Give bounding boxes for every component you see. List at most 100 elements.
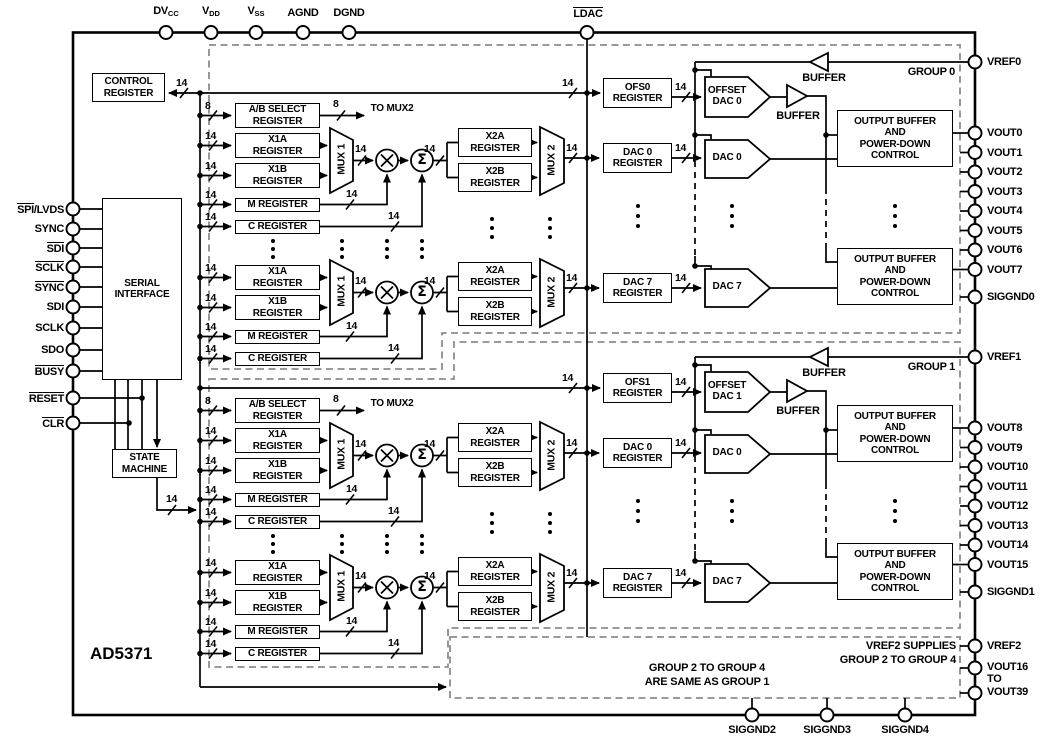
pin-spi-lvds-label: SPI/LVDS xyxy=(17,203,64,216)
pin-vref1-circle xyxy=(967,349,983,365)
group1-ofs-bus xyxy=(200,382,601,394)
serial-interface-block: SERIAL INTERFACE xyxy=(102,198,182,380)
bus-width-label: 14 xyxy=(205,321,217,333)
bus-width-label: 8 xyxy=(205,100,211,112)
ab-select-register: A/B SELECT REGISTER xyxy=(235,398,320,423)
offset-dac0-label: OFFSET DAC 0 xyxy=(707,84,747,107)
dac-group-wiring: 8 14 14 14 14 14 14 14 14 8 14 14 xyxy=(200,51,968,364)
m-register: M REGISTER xyxy=(235,198,320,212)
x1a-register: X1A REGISTER xyxy=(235,560,320,585)
pin-reset-label: RESET xyxy=(28,392,64,405)
pin-clr-label: CLR xyxy=(42,417,64,430)
vout-stubs xyxy=(953,132,968,298)
x1b-register: X1B REGISTER xyxy=(235,163,320,188)
bus-width-label: 14 xyxy=(205,189,217,201)
x2a-register: X2A REGISTER xyxy=(458,262,532,291)
offset-dac1-label: OFFSET DAC 1 xyxy=(707,379,747,402)
mux1-shape xyxy=(329,258,354,327)
bus-width-label: 14 xyxy=(346,188,358,200)
pin-spi-lvds-circle xyxy=(65,201,81,217)
bus-width-label: 14 xyxy=(205,343,217,355)
pin-vdd-circle xyxy=(203,25,219,40)
pin-agnd-circle xyxy=(295,25,311,40)
pin-sdi-label: SDI xyxy=(46,301,65,313)
pin-vout-label: VOUT11 xyxy=(987,480,1028,493)
pin-vref2-label: VREF2 xyxy=(987,640,1021,652)
sum-symbol: Σ xyxy=(417,284,427,300)
pin-sdi-circle xyxy=(65,299,81,315)
pin-ldac-label: LDAC xyxy=(573,7,603,20)
state-machine-block: STATE MACHINE xyxy=(112,449,177,478)
multiplier-symbol xyxy=(375,148,399,305)
pin-sdi-bar-circle xyxy=(65,240,81,256)
pin-siggnd3-label: SIGGND3 xyxy=(803,724,851,736)
x2a-register: X2A REGISTER xyxy=(458,423,532,452)
pin-dgnd-label: DGND xyxy=(333,7,365,19)
bus-width-label: 14 xyxy=(566,272,578,284)
ldac-line xyxy=(584,39,590,637)
sum-symbol: Σ xyxy=(417,447,427,463)
control-register-block: CONTROL REGISTER xyxy=(92,73,165,102)
pin-vout-label: VOUT5 xyxy=(987,224,1023,237)
pin-sdi-bar-label: SDI xyxy=(46,242,64,255)
internal-bus xyxy=(197,90,447,691)
dac7-register: DAC 7 REGISTER xyxy=(603,568,672,598)
ofs1-register: OFS1 REGISTER xyxy=(603,373,672,403)
pin-vss-circle xyxy=(248,25,264,40)
pin-siggnd2-circle xyxy=(744,707,760,723)
bus-width-label: 14 xyxy=(675,272,687,284)
control-register-bus: 14 xyxy=(168,77,601,99)
pin-vref0-circle xyxy=(967,54,983,70)
c-register: C REGISTER xyxy=(235,352,320,366)
to-mux2-note: TO MUX2 xyxy=(370,103,414,114)
group0-label: GROUP 0 xyxy=(907,66,956,78)
mux2-shape xyxy=(539,257,565,329)
pin-siggnd0-label: SIGGND0 xyxy=(987,291,1035,303)
dac7-label: DAC 7 xyxy=(712,281,742,293)
pin-siggnd4-label: SIGGND4 xyxy=(881,724,929,736)
pin-vdd-label: VDD xyxy=(202,5,220,18)
dac0-register: DAC 0 REGISTER xyxy=(603,438,672,468)
pin-sdo-label: SDO xyxy=(41,344,64,356)
bus-width-label: 14 xyxy=(205,262,217,274)
pin-dvcc-label: DVCC xyxy=(153,5,179,18)
pin-vout-label: VOUT0 xyxy=(987,127,1023,139)
ofs0-register: OFS0 REGISTER xyxy=(603,78,672,108)
dac0-label: DAC 0 xyxy=(712,447,742,459)
pin-reset-circle xyxy=(65,390,81,406)
pin-sync-circle xyxy=(65,221,81,237)
ab-select-register: A/B SELECT REGISTER xyxy=(235,103,320,128)
part-number: AD5371 xyxy=(90,644,153,663)
bus-width-label: 14 xyxy=(675,81,687,93)
pin-vref2-circle xyxy=(967,638,983,654)
pin-siggnd3-circle xyxy=(819,707,835,723)
pin-sclk-bar-circle xyxy=(65,259,81,275)
bus-width-label: 14 xyxy=(205,211,217,223)
mux1-label: MUX 1 xyxy=(335,570,348,602)
mux1-label: MUX 1 xyxy=(335,438,348,470)
pin-vout-label: VOUT4 xyxy=(987,205,1023,217)
m-register: M REGISTER xyxy=(235,330,320,344)
bus-width-label: 14 xyxy=(355,143,367,155)
offset-buffer-wiring xyxy=(770,83,837,263)
pin-busy-circle xyxy=(65,363,81,379)
pin-siggnd1-circle xyxy=(967,584,983,600)
top-pin-circles xyxy=(158,25,595,40)
pin-sclk-label: SCLK xyxy=(35,322,64,334)
pin-sync-bar-circle xyxy=(65,279,81,295)
mux1-label: MUX 1 xyxy=(335,143,348,175)
pin-siggnd0-circle xyxy=(967,289,983,305)
pin-vss-label: VSS xyxy=(247,5,265,18)
mux2-label: MUX 2 xyxy=(545,144,558,176)
x1a-register: X1A REGISTER xyxy=(235,265,320,290)
vref-distribution xyxy=(692,51,968,270)
dac7-label: DAC 7 xyxy=(712,576,742,588)
buffer-label: BUFFER xyxy=(802,72,846,84)
dac0-label: DAC 0 xyxy=(712,152,742,164)
x1a-register: X1A REGISTER xyxy=(235,428,320,453)
x1b-register: X1B REGISTER xyxy=(235,458,320,483)
pin-vout-label: VOUT15 xyxy=(987,558,1028,571)
pin-vout-label: VOUT6 xyxy=(987,244,1023,256)
